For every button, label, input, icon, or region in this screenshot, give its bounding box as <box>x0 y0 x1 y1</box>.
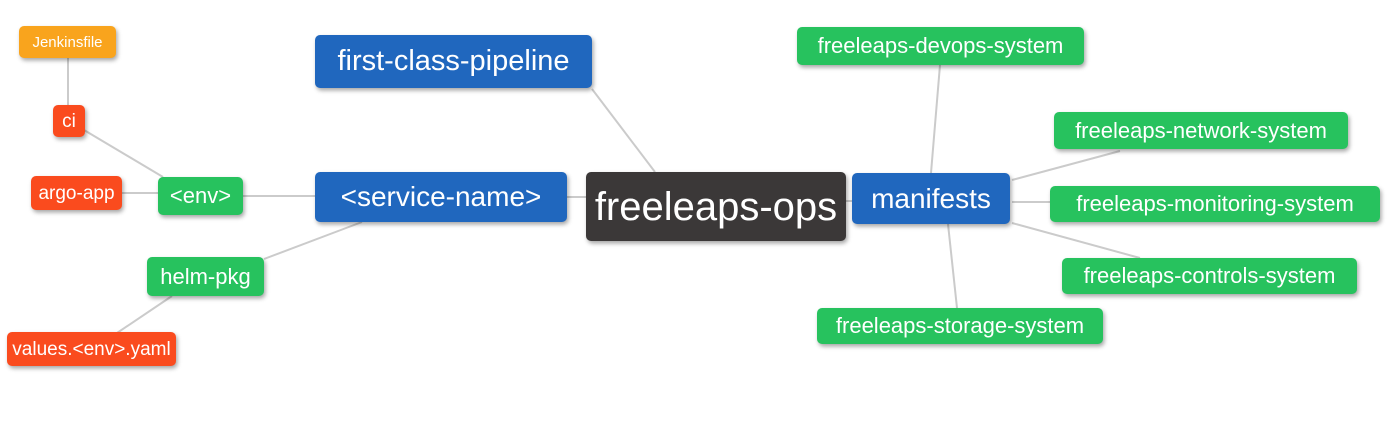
node-manifests[interactable]: manifests <box>852 173 1010 224</box>
node-freeleaps-controls-system[interactable]: freeleaps-controls-system <box>1062 258 1357 294</box>
edge-manifests-storage-system <box>947 223 958 309</box>
node-freeleaps-ops[interactable]: freeleaps-ops <box>586 172 846 241</box>
node-freeleaps-devops-system[interactable]: freeleaps-devops-system <box>797 27 1084 65</box>
node-values-env-yaml[interactable]: values.<env>.yaml <box>7 332 176 366</box>
edge-manifests-devops-system <box>930 64 941 174</box>
edge-ci-env <box>83 129 164 178</box>
node-freeleaps-storage-system[interactable]: freeleaps-storage-system <box>817 308 1103 344</box>
node-argo-app[interactable]: argo-app <box>31 176 122 210</box>
node-helm-pkg[interactable]: helm-pkg <box>147 257 264 296</box>
node-jenkinsfile[interactable]: Jenkinsfile <box>19 26 116 58</box>
node-freeleaps-network-system[interactable]: freeleaps-network-system <box>1054 112 1348 149</box>
node-freeleaps-monitoring-system[interactable]: freeleaps-monitoring-system <box>1050 186 1380 222</box>
node-env[interactable]: <env> <box>158 177 243 215</box>
edge-first-class-pipeline-freeleaps-ops <box>591 88 656 173</box>
node-first-class-pipeline[interactable]: first-class-pipeline <box>315 35 592 88</box>
edge-helm-pkg-values-env-yaml <box>116 295 173 334</box>
node-ci[interactable]: ci <box>53 105 85 137</box>
edge-service-name-helm-pkg <box>263 221 363 260</box>
node-service-name[interactable]: <service-name> <box>315 172 567 222</box>
edge-manifests-network-system <box>1011 150 1121 181</box>
edge-manifests-controls-system <box>1011 222 1141 259</box>
